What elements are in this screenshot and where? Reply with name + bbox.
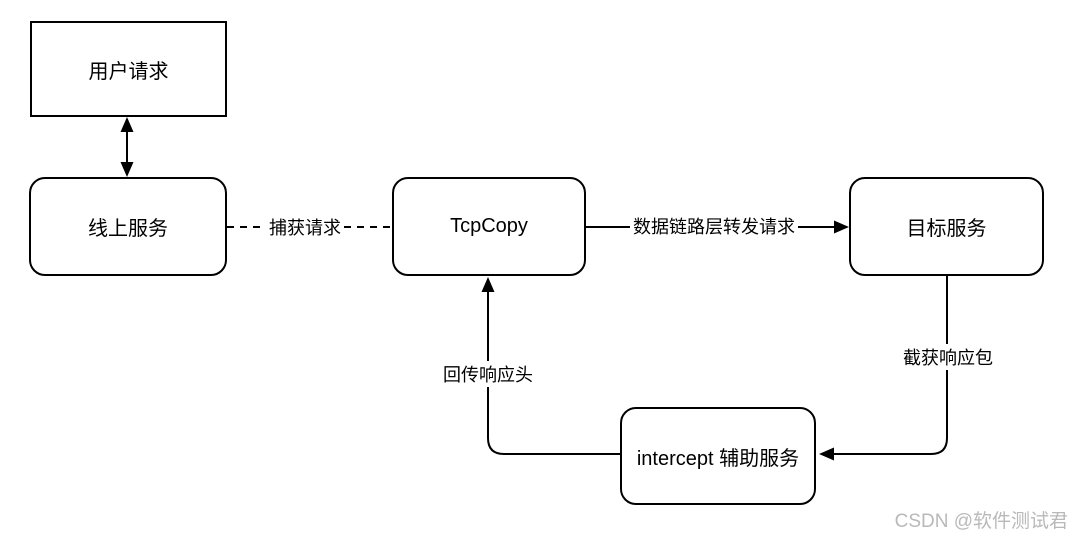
node-online-service-label: 线上服务: [88, 218, 168, 240]
node-online-service: 线上服务: [29, 177, 227, 276]
edge-return-response-line: [487, 292, 620, 455]
arrowhead-down-icon: [120, 162, 134, 177]
node-user-request-label: 用户请求: [88, 60, 169, 83]
node-user-request: 用户请求: [30, 21, 227, 117]
node-tcpcopy-label: TcpCopy: [450, 215, 528, 237]
arrowhead-right-icon: [834, 220, 849, 234]
node-tcpcopy: TcpCopy: [392, 177, 586, 276]
edge-label-return-response-header: 回传响应头: [440, 361, 536, 387]
node-intercept-service-label: intercept 辅助服务: [636, 447, 800, 470]
watermark: CSDN @软件测试君: [894, 511, 1068, 532]
arrowhead-left-icon: [819, 447, 834, 461]
arrowhead-up-icon: [120, 117, 134, 132]
node-intercept-service: intercept 辅助服务: [620, 407, 816, 505]
edge-label-capture-request: 捕获请求: [266, 214, 344, 240]
node-target-service-label: 目标服务: [906, 218, 987, 240]
edge-label-intercept-response: 截获响应包: [900, 344, 996, 370]
arrowhead-up-icon: [481, 277, 495, 292]
edge-intercept-response-line: [833, 276, 948, 455]
node-target-service: 目标服务: [849, 177, 1044, 276]
edge-label-forward-request: 数据链路层转发请求: [630, 213, 798, 239]
